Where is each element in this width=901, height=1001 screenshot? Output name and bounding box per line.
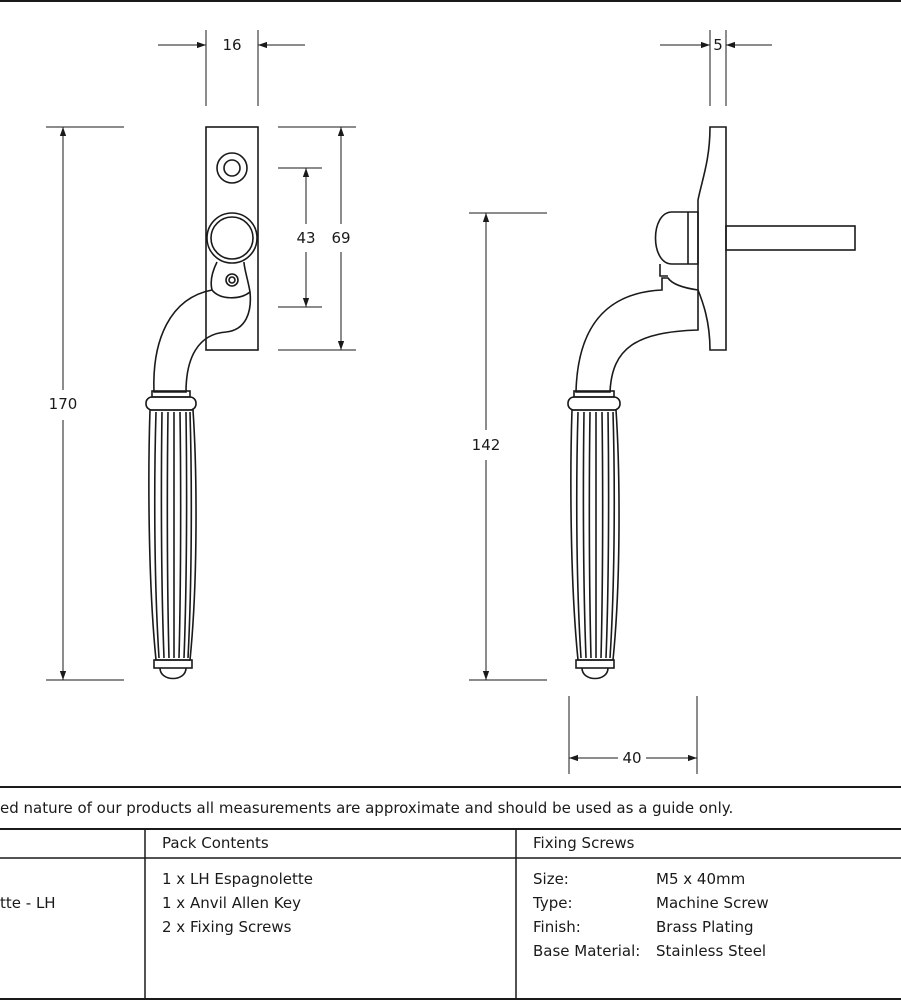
front-dimensions (46, 30, 356, 681)
pack-contents-header: Pack Contents (162, 834, 269, 852)
end-cap (153, 659, 193, 669)
spindle-boss (206, 212, 258, 264)
spec-label-size: Size: (533, 870, 569, 888)
side-view (567, 126, 856, 680)
pack-item: 1 x LH Espagnolette (162, 870, 313, 888)
side-boss (654, 211, 699, 265)
screw-hole-top (216, 152, 248, 184)
lever-neck (153, 261, 252, 393)
dim-overall-170: 170 (49, 395, 78, 413)
fixing-screws-header: Fixing Screws (533, 834, 635, 852)
dim-width-16: 16 (222, 36, 241, 54)
spec-label-finish: Finish: (533, 918, 581, 936)
dim-projection-40: 40 (622, 749, 641, 767)
backplate (205, 126, 259, 351)
pack-item: 2 x Fixing Screws (162, 918, 292, 936)
pack-item: 1 x Anvil Allen Key (162, 894, 301, 912)
spec-value-size: M5 x 40mm (656, 870, 746, 888)
dim-backplate-69: 69 (331, 229, 350, 247)
side-lever-neck (575, 277, 699, 393)
dim-centres-43: 43 (296, 229, 315, 247)
dim-depth-5: 5 (713, 36, 723, 54)
spec-label-material: Base Material: (533, 942, 641, 960)
spec-value-finish: Brass Plating (656, 918, 754, 936)
spec-value-type: Machine Screw (656, 894, 769, 912)
front-view (145, 126, 259, 680)
product-name-cell: tte - LH (0, 894, 56, 912)
spindle (725, 225, 856, 251)
dim-projection-142: 142 (472, 436, 501, 454)
backplate-profile (697, 126, 727, 351)
grub-screw (225, 273, 239, 287)
spec-label-type: Type: (533, 894, 573, 912)
spec-value-material: Stainless Steel (656, 942, 767, 960)
info-table-lines (0, 786, 901, 999)
side-dimensions (469, 30, 772, 774)
disclaimer-text: ed nature of our products all measuremen… (0, 799, 734, 817)
